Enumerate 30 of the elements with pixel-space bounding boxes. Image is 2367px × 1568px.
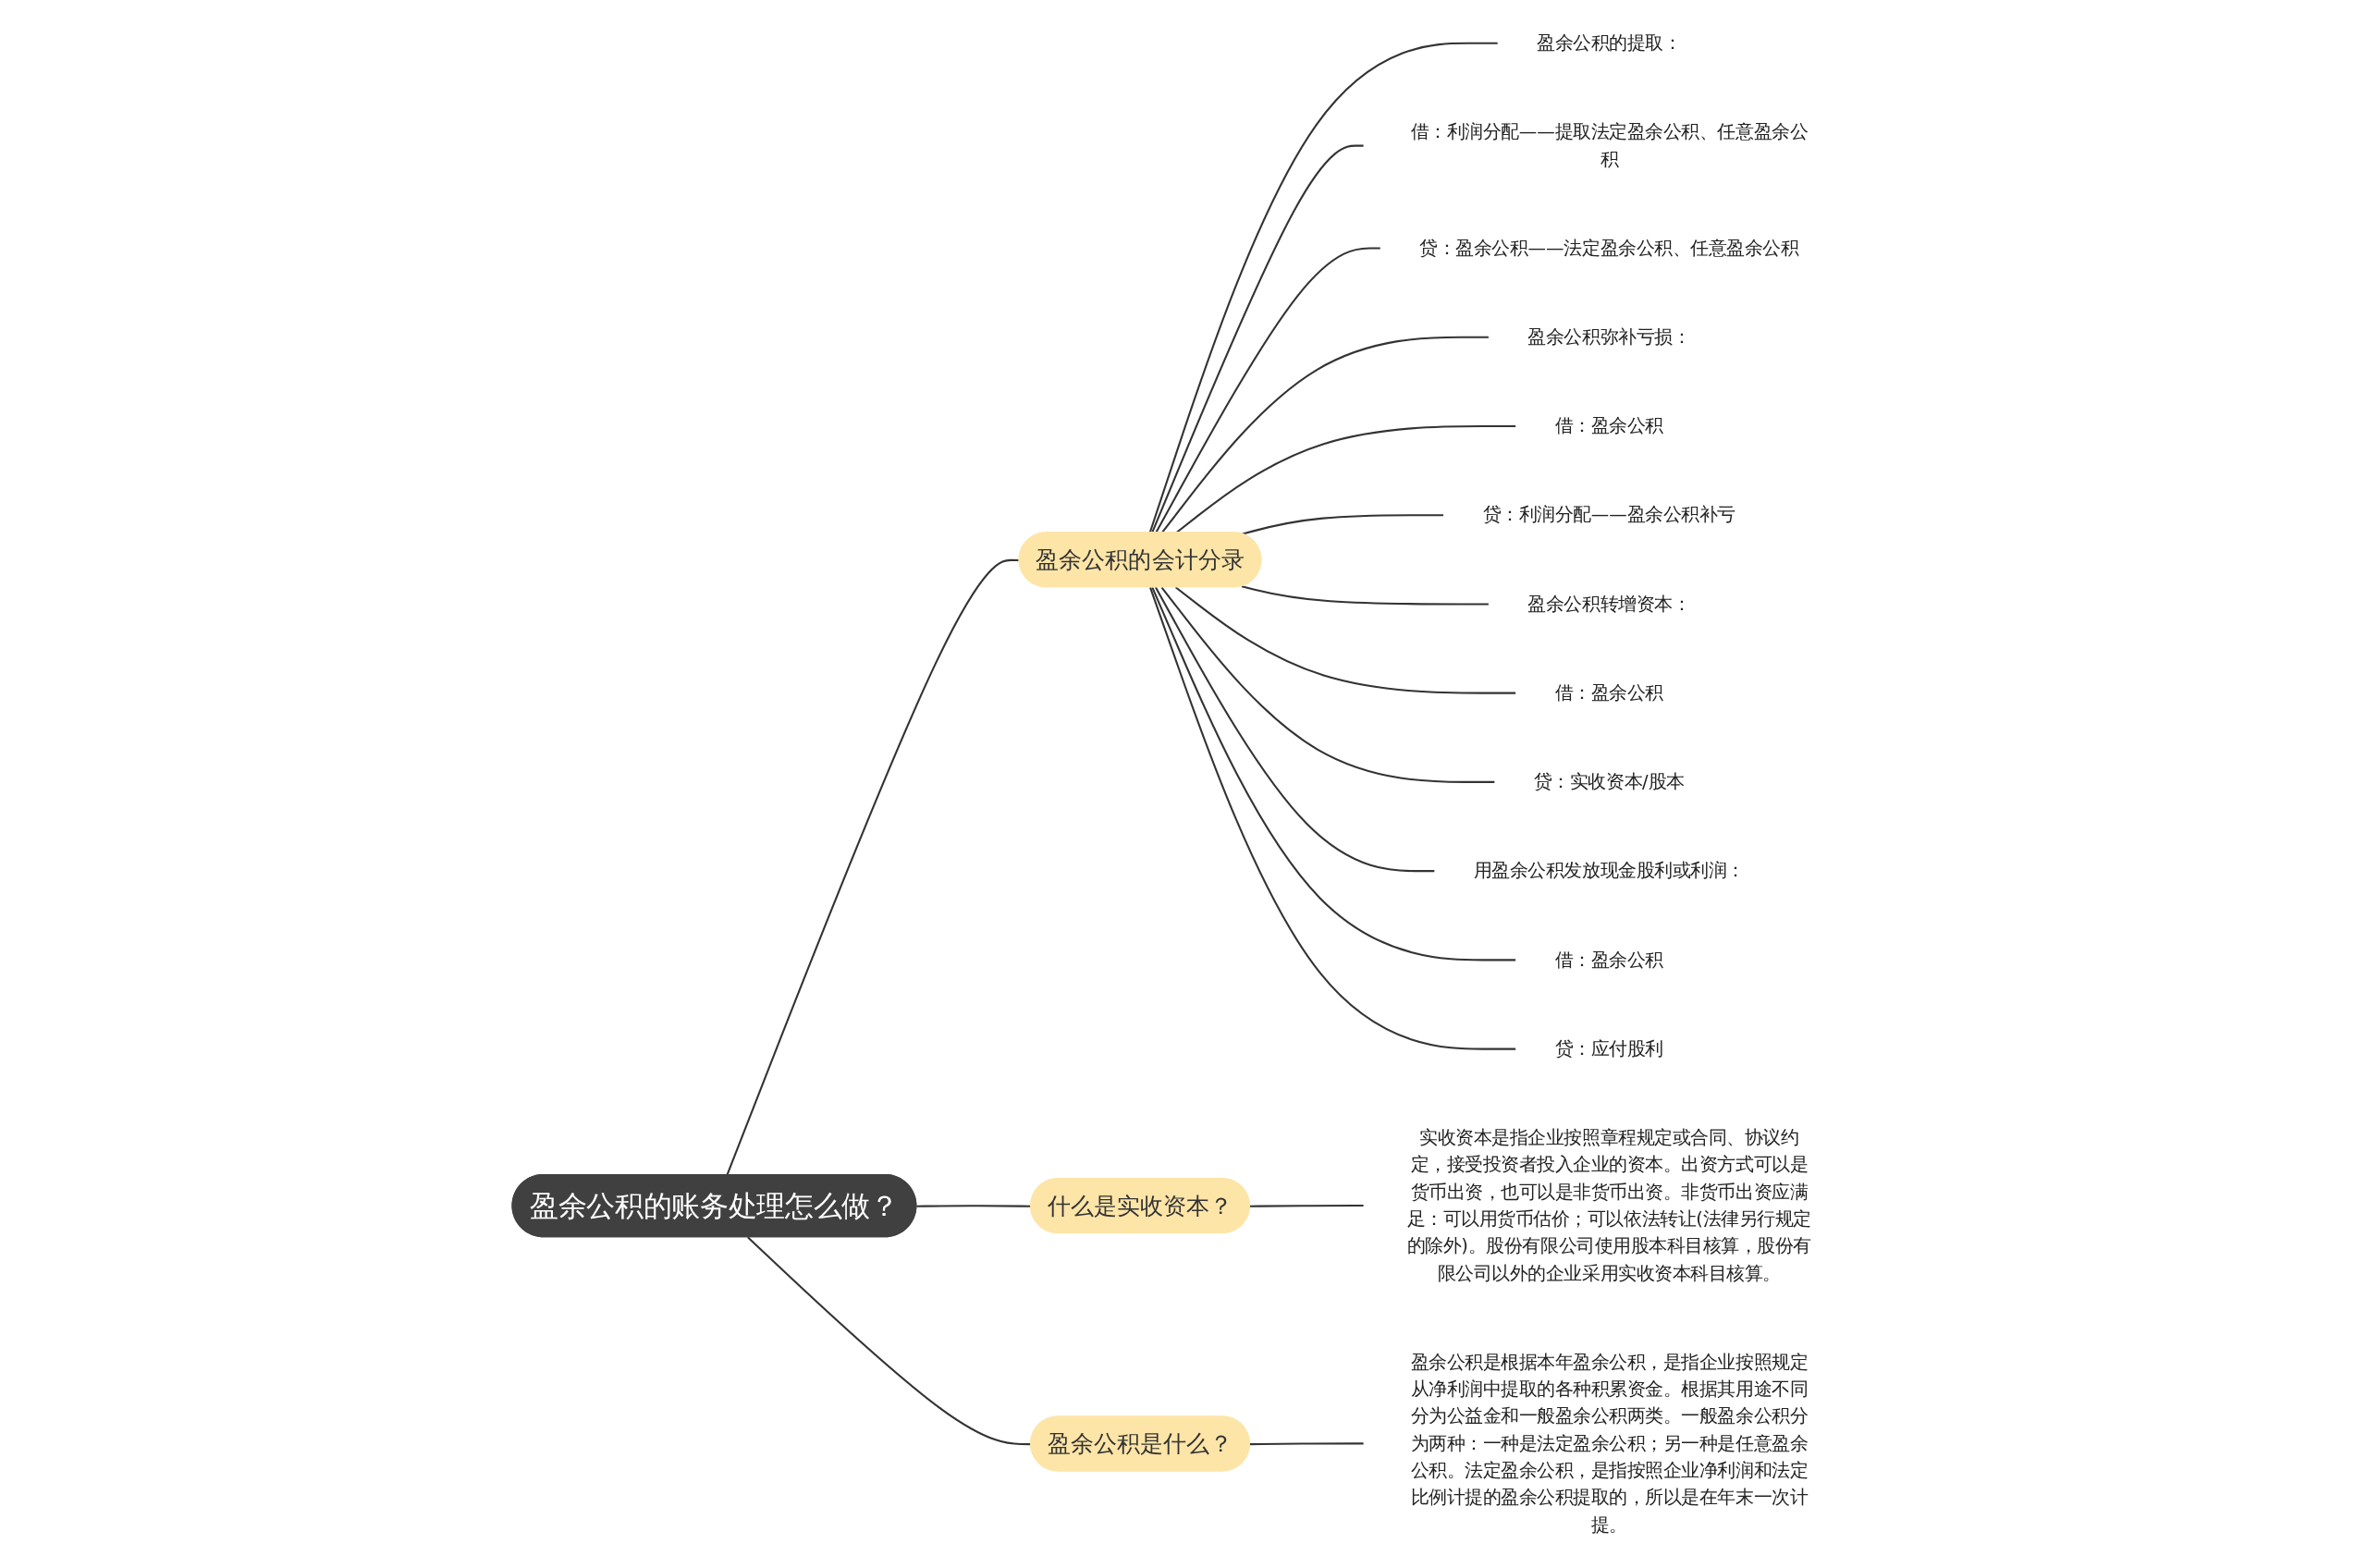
connector <box>1151 144 1365 534</box>
connector <box>916 1205 1032 1207</box>
connector <box>1155 247 1381 534</box>
node-text: 盈余公积弥补亏损： <box>1527 325 1691 348</box>
node-text: 贷：利润分配——盈余公积补亏 <box>1482 504 1736 525</box>
connector <box>1250 1205 1365 1207</box>
node-text: 借：盈余公积 <box>1555 681 1664 704</box>
node-text: 实收资本是指企业按照章程规定或合同、协议约定，接受投资者投入企业的资本。出资方式可以是货币出资，也可以是非货币出资。非货币出资应满足：可以用货币估价；可以依法转让(法律另行规定的除外)。股份有限公司使用股本科目核算，股份有限公司以外的企业采用实收资本科目核算。 <box>1406 1126 1812 1283</box>
node-text: 借：利润分配——提取法定盈余公积、任意盈余公积 <box>1410 121 1809 169</box>
node-text: 盈余公积是根据本年盈余公积，是指企业按照规定从净利润中提取的各种积累资金。根据其用途不同分为公益金和一般盈余公积两类。一般盈余公积分为两种：一种是法定盈余公积；另一种是任意盈余公积。法定盈余公积，是指按照企业净利润和法定比例计提的盈余公积提取的，所以是在年末一次计提。 <box>1410 1351 1809 1535</box>
node-text: 贷：应付股利 <box>1555 1037 1664 1060</box>
node-text: 盈余公积的提取： <box>1537 31 1682 54</box>
connector <box>1151 586 1517 962</box>
connector <box>1242 514 1445 535</box>
connector <box>747 1236 1032 1446</box>
connector <box>1149 586 1517 1050</box>
node-text: 盈余公积转增资本： <box>1527 593 1691 614</box>
connector <box>1250 1442 1365 1446</box>
node-text: 借：盈余公积 <box>1555 415 1664 436</box>
connector <box>1175 424 1517 534</box>
node-text: 贷：盈余公积——法定盈余公积、任意盈余公积 <box>1419 237 1799 258</box>
node-text: 贷：实收资本/股本 <box>1534 771 1685 792</box>
connector <box>1242 585 1490 606</box>
connector <box>1148 42 1499 534</box>
node-text: 借：盈余公积 <box>1555 949 1664 970</box>
connector <box>1160 336 1490 534</box>
connector <box>1160 586 1496 783</box>
node-text: 用盈余公积发放现金股利或利润： <box>1474 860 1746 881</box>
connector <box>1155 586 1436 873</box>
connector <box>1175 586 1517 694</box>
